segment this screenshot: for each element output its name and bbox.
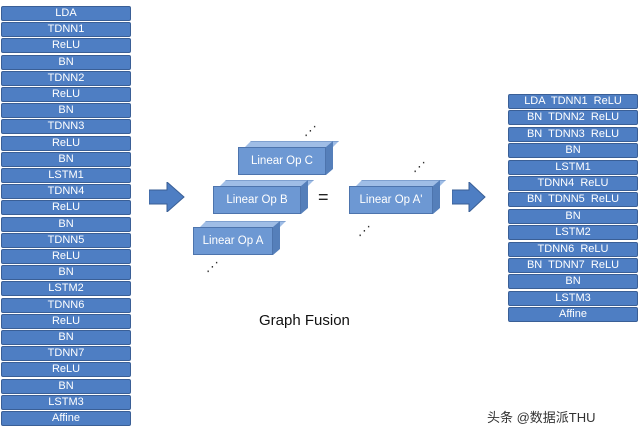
linear-op-a-prime-label: Linear Op A': [349, 186, 433, 214]
layer-box: LSTM1: [508, 159, 638, 175]
layer-box: TDNN1: [1, 22, 131, 38]
layer-box: LDA TDNN1 ReLU: [508, 94, 638, 109]
layer-box: BN TDNN7 ReLU: [508, 258, 638, 273]
layer-box: ReLU: [1, 313, 131, 329]
layer-box: BN: [1, 54, 131, 70]
layer-box: Affine: [508, 307, 638, 323]
linear-op-a-label: Linear Op A: [193, 227, 273, 255]
equals-sign: =: [318, 187, 329, 207]
linear-op-a-prime-block: Linear Op A': [349, 180, 446, 214]
layer-box: BN: [508, 208, 638, 224]
layer-box: TDNN6 ReLU: [508, 241, 638, 257]
layer-box: TDNN4 ReLU: [508, 176, 638, 191]
layer-box: LSTM1: [1, 168, 131, 183]
layer-box: LSTM2: [1, 281, 131, 297]
linear-op-c-label: Linear Op C: [238, 147, 326, 175]
layer-box: ReLU: [1, 135, 131, 151]
layer-box: TDNN6: [1, 297, 131, 313]
linear-op-b-label: Linear Op B: [213, 186, 301, 214]
layer-box: BN: [1, 378, 131, 394]
right-arrow-icon: [149, 182, 185, 212]
layer-box: ReLU: [1, 249, 131, 264]
linear-op-b-block: Linear Op B: [213, 180, 314, 214]
layer-box: LDA: [1, 6, 131, 21]
watermark: 头条 @数据派THU: [487, 410, 596, 425]
layer-box: BN: [1, 151, 131, 167]
ellipsis-top: ⋰: [304, 123, 317, 138]
layer-box: LSTM2: [508, 225, 638, 241]
right-arrow-icon-2: [452, 182, 486, 212]
layer-box: Affine: [1, 411, 131, 426]
layer-box: LSTM3: [508, 290, 638, 306]
linear-op-a-block: Linear Op A: [193, 221, 286, 255]
caption-graph-fusion: Graph Fusion: [259, 312, 350, 329]
ellipsis-prime-bottom: ⋰: [358, 223, 371, 238]
ellipsis-prime-top: ⋰: [413, 159, 426, 174]
layer-box: BN TDNN2 ReLU: [508, 110, 638, 126]
layer-box: BN: [1, 103, 131, 119]
layer-box: BN: [1, 216, 131, 232]
layer-box: TDNN2: [1, 70, 131, 86]
layer-box: BN TDNN3 ReLU: [508, 126, 638, 142]
layer-box: BN: [1, 330, 131, 345]
layer-box: LSTM3: [1, 394, 131, 410]
layer-box: TDNN5: [1, 232, 131, 248]
layer-box: ReLU: [1, 362, 131, 378]
layer-box: TDNN4: [1, 184, 131, 200]
layer-box: ReLU: [1, 200, 131, 216]
layer-box: BN TDNN5 ReLU: [508, 192, 638, 208]
layer-box: ReLU: [1, 87, 131, 102]
layer-box: BN: [1, 265, 131, 281]
layer-box: TDNN7: [1, 346, 131, 362]
layer-box: BN: [508, 143, 638, 159]
layer-box: TDNN3: [1, 119, 131, 135]
layer-box: BN: [508, 274, 638, 290]
layer-box: ReLU: [1, 38, 131, 54]
linear-op-c-block: Linear Op C: [238, 141, 339, 175]
ellipsis-bottom: ⋰: [206, 259, 219, 274]
